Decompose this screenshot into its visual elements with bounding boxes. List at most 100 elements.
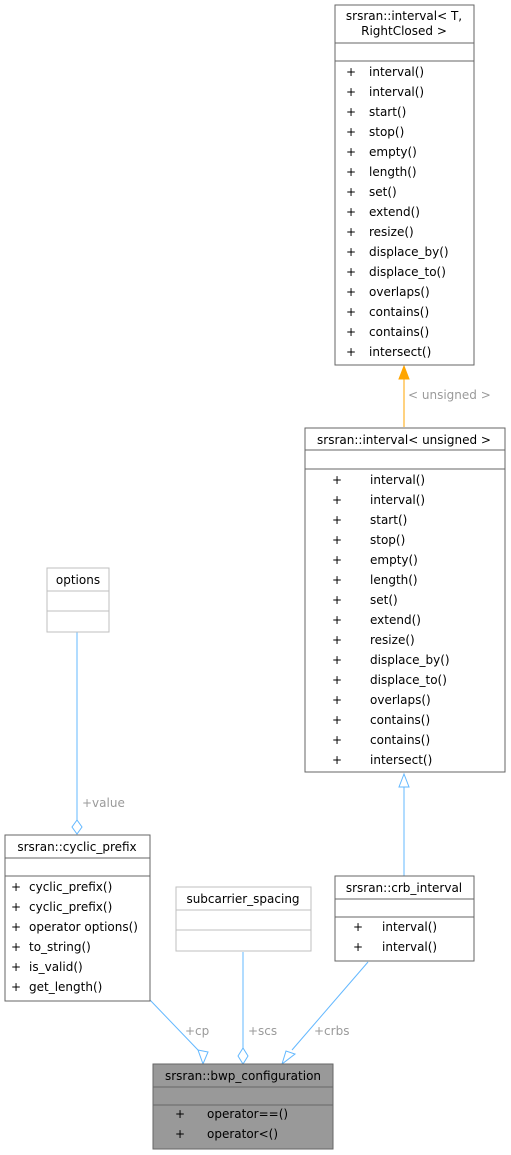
visibility-marker: + bbox=[346, 265, 356, 279]
visibility-marker: + bbox=[11, 900, 21, 914]
visibility-marker: + bbox=[332, 673, 342, 687]
method-item[interactable]: contains() bbox=[369, 305, 429, 319]
method-item[interactable]: empty() bbox=[370, 553, 418, 567]
method-item[interactable]: displace_to() bbox=[369, 265, 446, 279]
visibility-marker: + bbox=[332, 513, 342, 527]
class-interval-unsigned[interactable]: srsran::interval< unsigned > +interval()… bbox=[304, 427, 506, 773]
visibility-marker: + bbox=[346, 185, 356, 199]
visibility-marker: + bbox=[332, 533, 342, 547]
visibility-marker: + bbox=[332, 713, 342, 727]
visibility-marker: + bbox=[332, 733, 342, 747]
visibility-marker: + bbox=[353, 920, 363, 934]
visibility-marker: + bbox=[346, 165, 356, 179]
method-item[interactable]: stop() bbox=[369, 125, 404, 139]
visibility-marker: + bbox=[332, 633, 342, 647]
method-item[interactable]: contains() bbox=[370, 713, 430, 727]
visibility-marker: + bbox=[332, 753, 342, 767]
visibility-marker: + bbox=[11, 880, 21, 894]
method-item[interactable]: is_valid() bbox=[29, 960, 83, 974]
method-item[interactable]: set() bbox=[369, 185, 397, 199]
class-bwp-configuration[interactable]: srsran::bwp_configuration +operator==()+… bbox=[152, 1063, 334, 1150]
method-item[interactable]: set() bbox=[370, 593, 398, 607]
template-instantiation-edge bbox=[398, 364, 410, 427]
method-item[interactable]: overlaps() bbox=[369, 285, 430, 299]
method-item[interactable]: length() bbox=[370, 573, 418, 587]
class-title: subcarrier_spacing bbox=[186, 892, 299, 906]
method-item[interactable]: operator options() bbox=[29, 920, 138, 934]
visibility-marker: + bbox=[346, 145, 356, 159]
cp-label: +cp bbox=[185, 1024, 209, 1038]
method-item[interactable]: displace_by() bbox=[370, 653, 450, 667]
visibility-marker: + bbox=[332, 493, 342, 507]
class-title: srsran::cyclic_prefix bbox=[17, 840, 136, 854]
class-title: srsran::bwp_configuration bbox=[165, 1069, 321, 1083]
class-subcarrier-spacing[interactable]: subcarrier_spacing bbox=[175, 886, 312, 952]
visibility-marker: + bbox=[332, 613, 342, 627]
method-list: + interval() + interval() + start() + stop() + em… bbox=[346, 65, 449, 359]
template-arg-label: < unsigned > bbox=[408, 388, 491, 402]
class-title: options bbox=[56, 573, 100, 587]
visibility-marker: + bbox=[346, 325, 356, 339]
method-item[interactable]: empty() bbox=[369, 145, 417, 159]
visibility-marker: + bbox=[332, 593, 342, 607]
class-cyclic-prefix[interactable]: srsran::cyclic_prefix +cyclic_prefix()+c… bbox=[4, 834, 151, 1002]
method-list: + cyclic_prefix() + cyclic_prefix() + operato… bbox=[11, 880, 138, 994]
visibility-marker: + bbox=[346, 205, 356, 219]
class-title: srsran::interval< unsigned > bbox=[317, 433, 491, 447]
method-item[interactable]: overlaps() bbox=[370, 693, 431, 707]
method-item[interactable]: length() bbox=[369, 165, 417, 179]
visibility-marker: + bbox=[346, 305, 356, 319]
cp-edge bbox=[149, 999, 209, 1066]
visibility-marker: + bbox=[175, 1107, 185, 1121]
method-list: + interval() + interval() + start() + stop() + em… bbox=[332, 473, 450, 767]
method-item[interactable]: interval() bbox=[369, 65, 424, 79]
method-item[interactable]: cyclic_prefix() bbox=[29, 900, 112, 914]
method-item[interactable]: operator<() bbox=[207, 1127, 278, 1141]
class-options[interactable]: options bbox=[46, 567, 110, 633]
visibility-marker: + bbox=[332, 473, 342, 487]
visibility-marker: + bbox=[11, 980, 21, 994]
method-item[interactable]: start() bbox=[370, 513, 407, 527]
visibility-marker: + bbox=[346, 85, 356, 99]
class-title-line2: RightClosed > bbox=[361, 24, 447, 38]
method-item[interactable]: displace_to() bbox=[370, 673, 447, 687]
method-item[interactable]: intersect() bbox=[369, 345, 431, 359]
method-item[interactable]: intersect() bbox=[370, 753, 432, 767]
method-item[interactable]: resize() bbox=[370, 633, 415, 647]
visibility-marker: + bbox=[346, 285, 356, 299]
method-item[interactable]: interval() bbox=[370, 493, 425, 507]
method-item[interactable]: interval() bbox=[382, 920, 437, 934]
method-item[interactable]: interval() bbox=[369, 85, 424, 99]
visibility-marker: + bbox=[346, 225, 356, 239]
method-item[interactable]: extend() bbox=[370, 613, 421, 627]
method-item[interactable]: contains() bbox=[370, 733, 430, 747]
method-item[interactable]: contains() bbox=[369, 325, 429, 339]
scs-edge bbox=[237, 952, 249, 1065]
visibility-marker: + bbox=[11, 960, 21, 974]
method-item[interactable]: extend() bbox=[369, 205, 420, 219]
visibility-marker: + bbox=[332, 573, 342, 587]
method-item[interactable]: operator==() bbox=[207, 1107, 288, 1121]
method-item[interactable]: to_string() bbox=[29, 940, 91, 954]
visibility-marker: + bbox=[346, 105, 356, 119]
method-item[interactable]: displace_by() bbox=[369, 245, 449, 259]
class-interval-template[interactable]: srsran::interval< T, RightClosed > +inte… bbox=[334, 4, 475, 366]
method-item[interactable]: start() bbox=[369, 105, 406, 119]
class-title: srsran::interval< T, bbox=[346, 9, 462, 23]
value-label: +value bbox=[82, 796, 125, 810]
visibility-marker: + bbox=[175, 1127, 185, 1141]
crbs-edge bbox=[281, 961, 369, 1066]
method-item[interactable]: resize() bbox=[369, 225, 414, 239]
method-list: +interval()+interval() bbox=[353, 920, 437, 954]
method-item[interactable]: interval() bbox=[382, 940, 437, 954]
method-item[interactable]: cyclic_prefix() bbox=[29, 880, 112, 894]
method-item[interactable]: stop() bbox=[370, 533, 405, 547]
visibility-marker: + bbox=[332, 693, 342, 707]
method-item[interactable]: get_length() bbox=[29, 980, 102, 994]
visibility-marker: + bbox=[332, 653, 342, 667]
visibility-marker: + bbox=[332, 553, 342, 567]
visibility-marker: + bbox=[346, 245, 356, 259]
method-item[interactable]: interval() bbox=[370, 473, 425, 487]
class-crb-interval[interactable]: srsran::crb_interval +interval()+interva… bbox=[334, 875, 475, 962]
